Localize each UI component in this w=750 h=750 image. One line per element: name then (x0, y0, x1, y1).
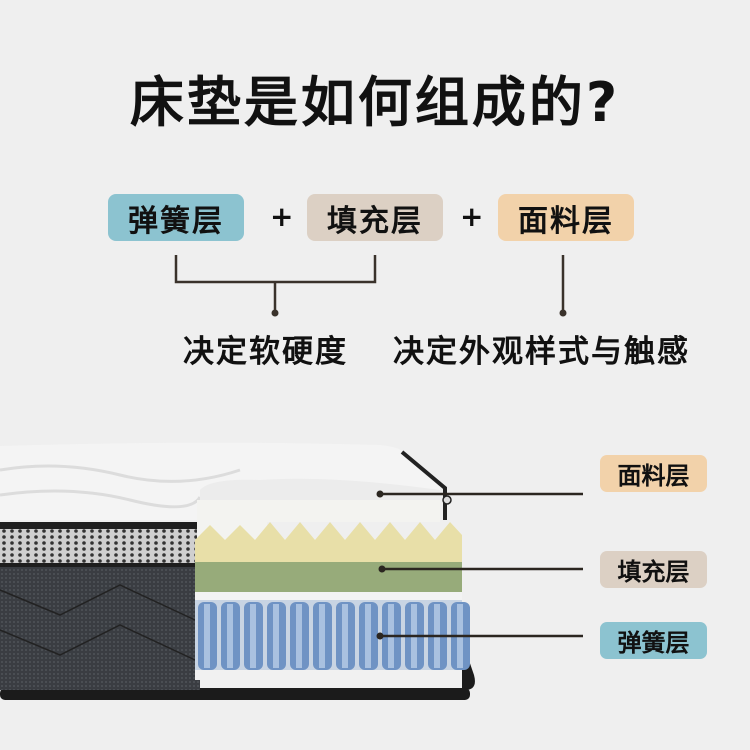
mattress-illustration (0, 442, 475, 700)
spring-layer-label: 弹簧层 (600, 622, 707, 659)
fabric-layer-pill: 面料层 (498, 194, 634, 241)
filling-layer-label: 填充层 (600, 551, 707, 588)
leader-lines (380, 492, 583, 638)
hardness-caption: 决定软硬度 (183, 334, 348, 370)
spring-layer-pill: 弹簧层 (108, 194, 244, 241)
plus-sign: + (460, 200, 484, 233)
filling-layer-pill: 填充层 (307, 194, 443, 241)
page-title: 床垫是如何组成的? (129, 71, 621, 134)
plus-sign: + (270, 200, 294, 233)
bracket-connector (174, 255, 565, 312)
appearance-caption: 决定外观样式与触感 (393, 334, 690, 370)
fabric-layer-label: 面料层 (600, 455, 707, 492)
